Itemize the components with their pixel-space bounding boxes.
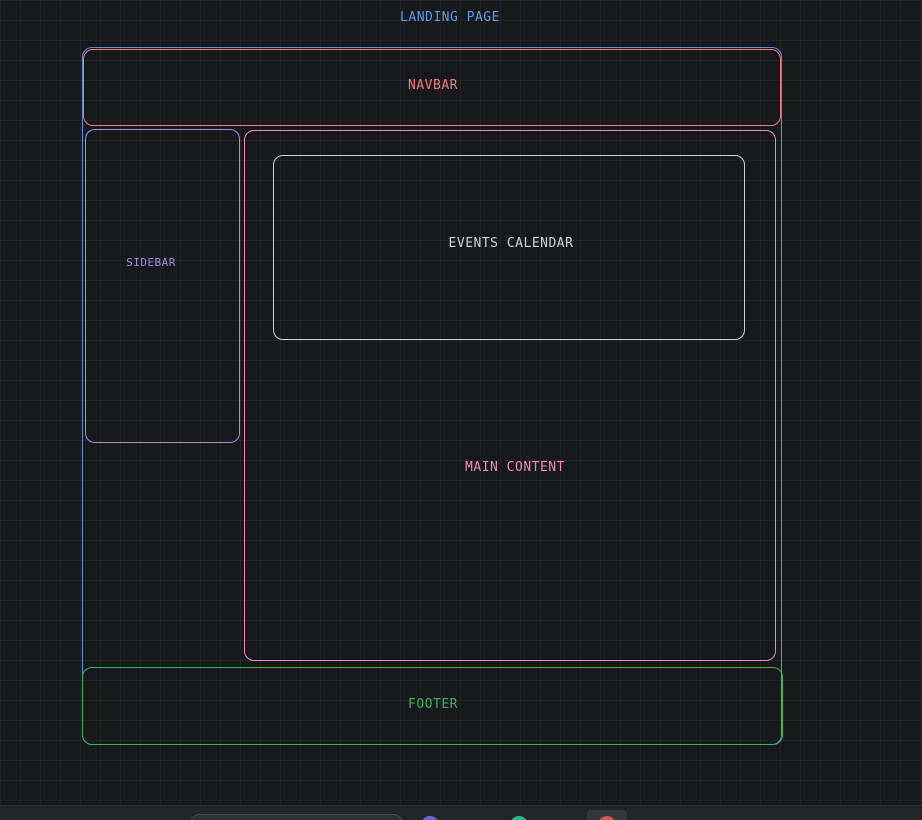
toolbar-square-button[interactable] [587, 810, 627, 820]
page-title: LANDING PAGE [400, 10, 500, 25]
navbar-box[interactable] [83, 49, 781, 126]
footer-label: FOOTER [408, 697, 458, 712]
sidebar-box[interactable] [85, 129, 240, 443]
navbar-label: NAVBAR [408, 78, 458, 93]
events-calendar-box[interactable] [273, 155, 745, 340]
red-dot-icon[interactable] [598, 816, 616, 820]
toolbar-pill-icon[interactable] [190, 814, 403, 820]
main-content-box[interactable] [244, 130, 776, 661]
bottom-toolbar [0, 805, 922, 820]
main-content-label: MAIN CONTENT [465, 460, 565, 475]
sidebar-label: SIDEBAR [126, 256, 176, 269]
footer-box[interactable] [82, 667, 783, 745]
events-calendar-label: EVENTS CALENDAR [448, 236, 574, 251]
purple-dot-icon[interactable] [421, 816, 439, 820]
teal-dot-icon[interactable] [510, 816, 528, 820]
